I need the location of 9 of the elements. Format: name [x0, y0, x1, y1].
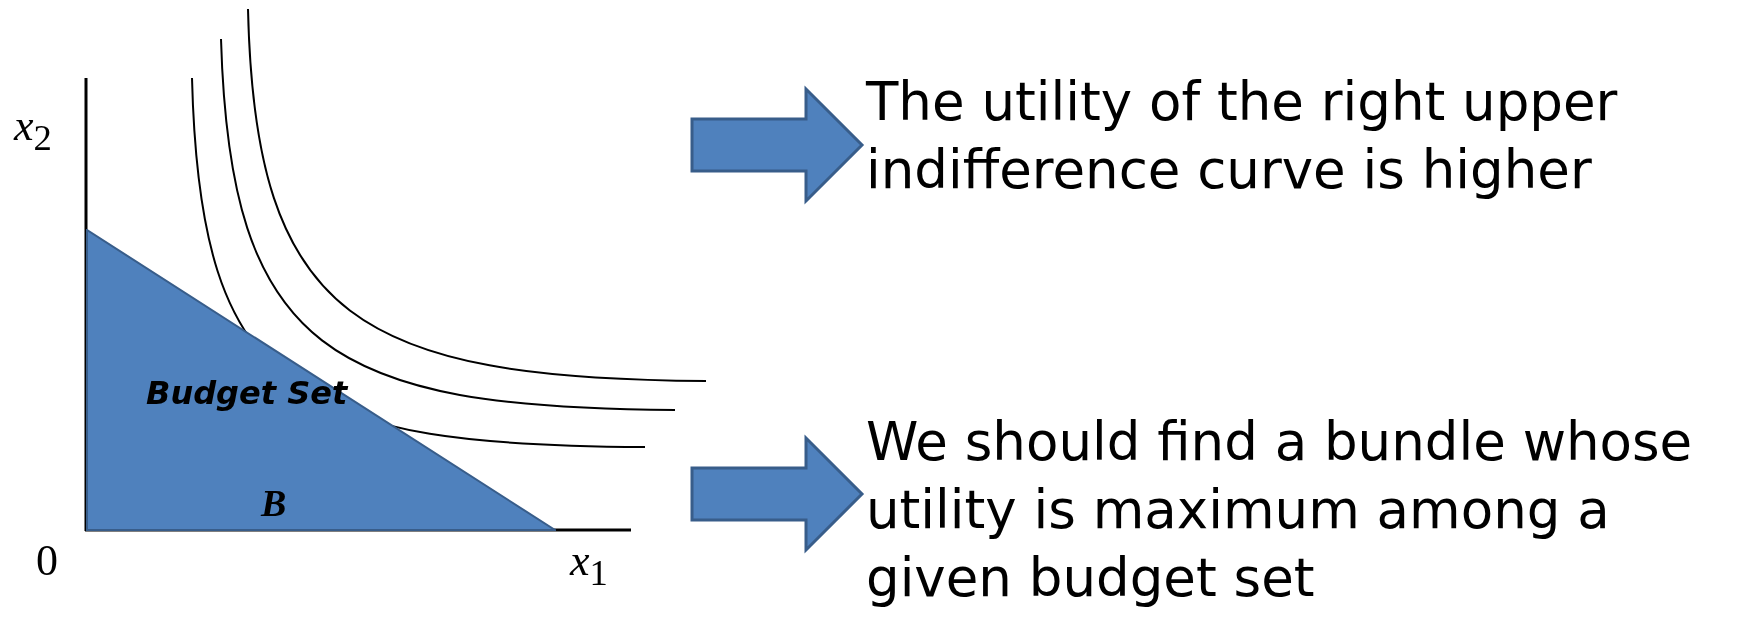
axis-label: x$_{2}$ [14, 100, 52, 159]
origin-label: 0 [36, 535, 58, 586]
set-symbol: B [261, 481, 287, 525]
block-arrow [690, 434, 865, 554]
budget-set-label: Budget Set [146, 374, 348, 412]
description-text: The utility of the right upper indifference curve is higher [866, 70, 1619, 202]
block-arrow [690, 85, 865, 205]
description-text: We should find a bundle whose utility is maximum among a given budget set [866, 410, 1694, 610]
axis-label: x$_{1}$ [570, 535, 608, 594]
